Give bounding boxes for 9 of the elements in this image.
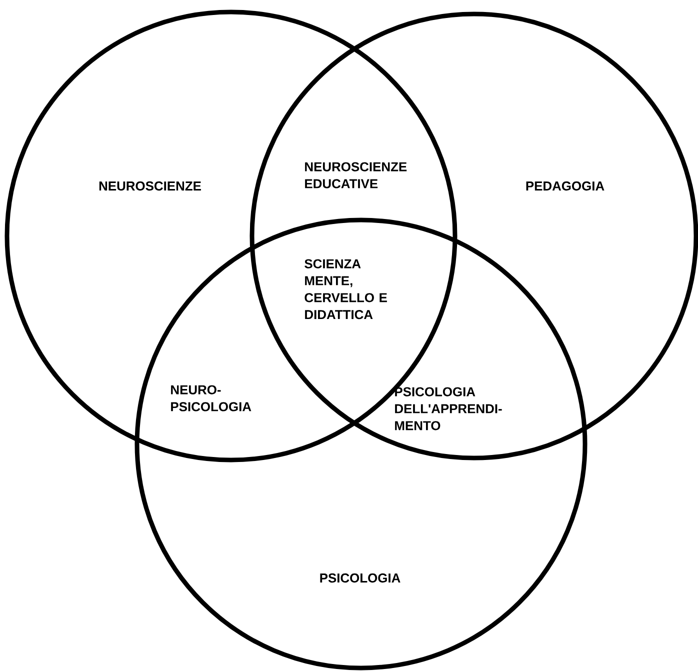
region-label: SCIENZA MENTE, CERVELLO E DIDATTICA	[304, 259, 387, 320]
circle-label: PSICOLOGIA	[320, 573, 400, 583]
region-label: NEURO- PSICOLOGIA	[171, 385, 252, 412]
circle-label: NEUROSCIENZE	[99, 181, 201, 191]
region-label: NEUROSCIENZE EDUCATIVE	[305, 162, 407, 188]
region-label: PSICOLOGIA DELL'APPRENDI- MENTO	[395, 387, 502, 430]
circle-label: PEDAGOGIA	[526, 181, 604, 191]
venn-circle	[134, 218, 588, 670]
venn-circle	[250, 12, 698, 460]
